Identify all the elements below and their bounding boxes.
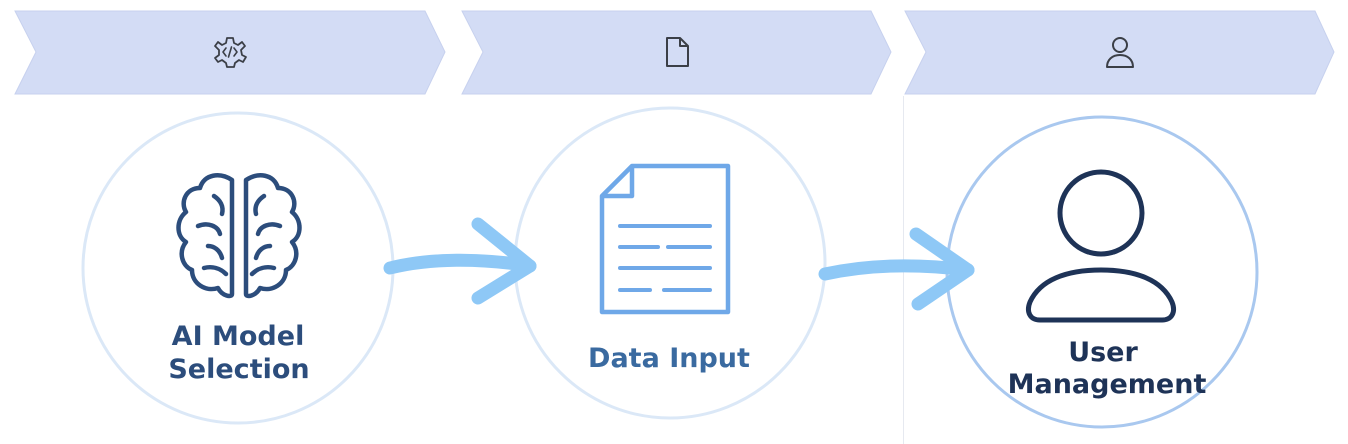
flow-arrow-1 xyxy=(383,217,537,305)
user-icon xyxy=(1106,37,1134,68)
document-icon xyxy=(666,37,689,67)
gear-code-icon xyxy=(214,37,247,68)
brain-icon xyxy=(176,173,302,299)
step-label-1-line-2: Selection xyxy=(168,354,309,385)
flow-arrow-2 xyxy=(818,227,975,311)
step-label-1-line-1: AI Model xyxy=(172,321,305,352)
step-label-3-line-2: Management xyxy=(1008,369,1207,400)
step-label-3-line-1: User xyxy=(1068,337,1138,368)
user-icon xyxy=(1025,169,1177,323)
chevron-step-2 xyxy=(461,10,892,95)
step-label-2: Data Input xyxy=(588,343,750,374)
document-icon xyxy=(599,163,731,315)
